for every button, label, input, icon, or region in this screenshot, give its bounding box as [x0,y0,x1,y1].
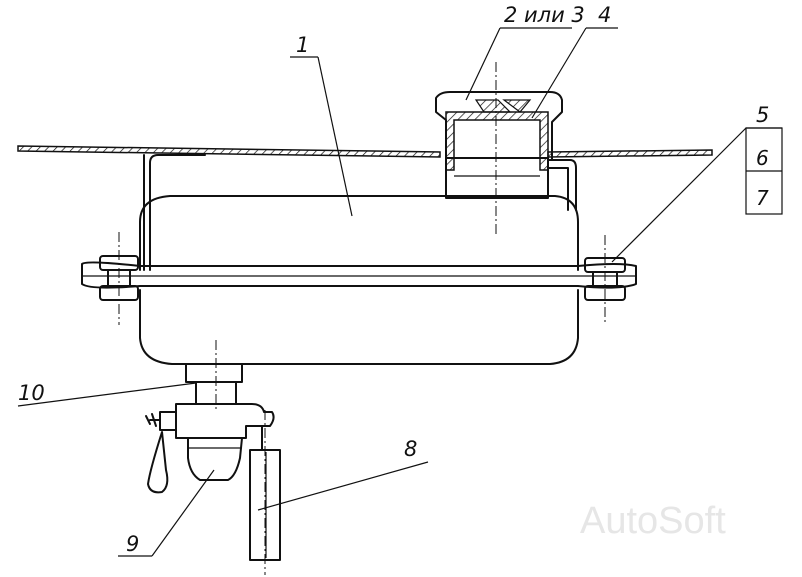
leader-lines [17,27,782,557]
left-bracket [143,154,206,271]
tank-body [81,195,637,365]
drain-fitting [185,340,243,410]
filler-cap [435,62,563,235]
callout-6: 6 [756,146,769,170]
right-bracket [547,159,577,211]
tap-valve [145,403,275,494]
watermark: AutoSoft [580,500,726,542]
callout-1: 1 [296,33,309,57]
callout-7: 7 [756,186,769,210]
callout-8: 8 [404,437,417,461]
item-box [745,127,783,215]
callout-5: 5 [756,103,769,127]
outlet-pipe [249,410,281,575]
cup [187,437,243,481]
panel-sheet [17,145,713,158]
callout-4: 4 [598,3,611,27]
left-bolt [99,232,139,325]
right-bolt [584,235,626,322]
callout-10: 10 [18,381,45,405]
callout-9: 9 [126,532,139,556]
callout-2-or-3: 2 или 3 [504,3,585,27]
